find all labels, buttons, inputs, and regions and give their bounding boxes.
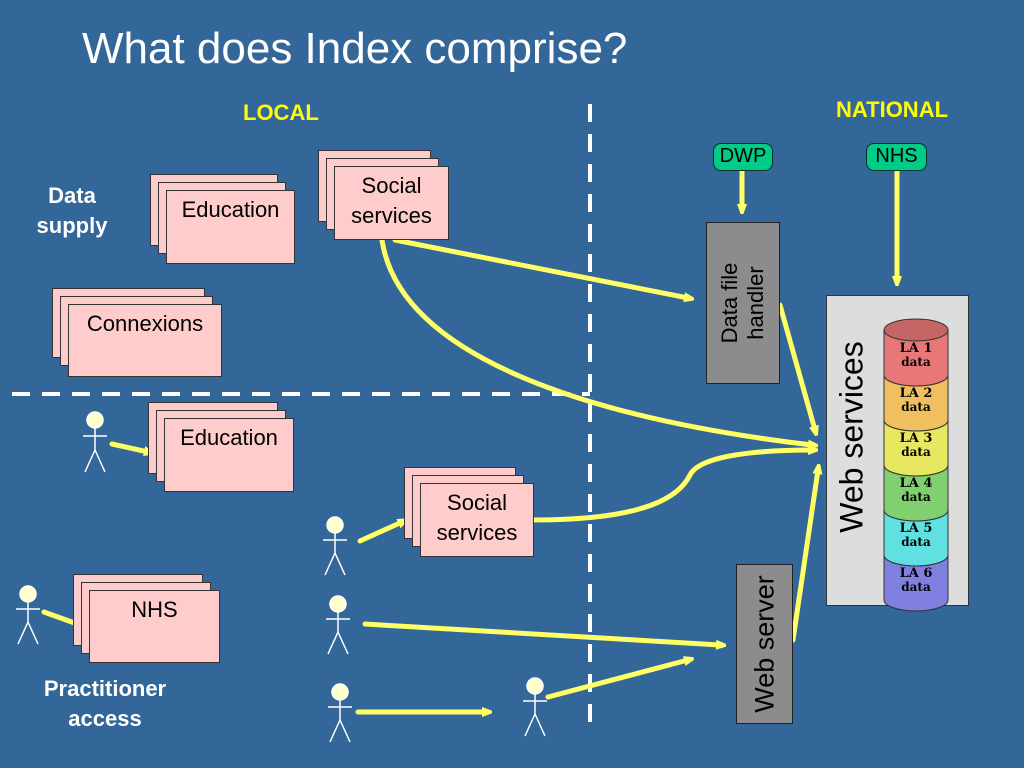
data-supply-label: Data supply [36, 183, 108, 238]
person-icon [326, 595, 350, 655]
person-icon [16, 585, 40, 645]
web-server-box: Web server [736, 564, 793, 724]
arrow-person-to-webserver [362, 621, 720, 645]
data-supply-education-stack: Education [150, 174, 295, 264]
la-data-segment-sublabel: data [901, 580, 931, 594]
practitioner-social-services-stack: Social services [404, 467, 534, 557]
la-data-segment-label: LA 3 [900, 431, 933, 446]
la-data-segment-label: LA 2 [900, 386, 933, 401]
arrow-person2-to-webserver [545, 660, 688, 700]
arrow-social-to-webservices [379, 237, 812, 445]
arrow-pract-social-to-webservices [530, 450, 812, 523]
la-data-segment-label: LA 5 [900, 521, 933, 536]
data-supply-connexions-stack: Connexions [52, 288, 222, 377]
la-data-segment-sublabel: data [901, 400, 931, 414]
national-label: NATIONAL [836, 97, 949, 122]
la-data-segment-sublabel: data [901, 535, 931, 549]
arrow-person-to-education [109, 441, 148, 452]
arrow-handler-to-webservices [777, 302, 815, 430]
dwp-source-pill: DWP [713, 143, 773, 171]
arrow-person-to-social [357, 522, 402, 544]
practitioner-social-services-box: Social services [420, 483, 534, 557]
practitioner-education-stack: Education [148, 402, 294, 492]
person-icon [328, 683, 352, 743]
person-icon [523, 677, 547, 737]
la-data-segment-sublabel: data [901, 490, 931, 504]
la-data-segment-label: LA 6 [900, 566, 933, 581]
la-data-segment-label: LA 1 [900, 341, 933, 356]
data-file-handler-box: Data file handler [706, 222, 780, 384]
person-icon [83, 411, 107, 473]
la-data-segment-label: LA 4 [900, 476, 933, 491]
data-supply-social-services-stack: Social services [318, 150, 449, 240]
practitioner-nhs-stack: NHS [73, 574, 220, 663]
arrow-social-to-handler [392, 237, 688, 298]
slide-title: What does Index comprise? [82, 24, 628, 73]
arrow-webserver-to-webservices [790, 470, 818, 643]
nhs-source-pill: NHS [866, 143, 927, 171]
practitioner-education-box: Education [164, 418, 294, 492]
la-data-segment-sublabel: data [901, 355, 931, 369]
practitioner-nhs-box: NHS [89, 590, 220, 663]
local-label: LOCAL [243, 100, 319, 125]
practitioner-access-label: Practitioner access [43, 676, 167, 731]
person-icon [323, 516, 347, 576]
data-supply-education-box: Education [166, 190, 295, 264]
la-data-segment-sublabel: data [901, 445, 931, 459]
data-supply-connexions-box: Connexions [68, 304, 222, 377]
data-supply-social-services-box: Social services [334, 166, 449, 240]
